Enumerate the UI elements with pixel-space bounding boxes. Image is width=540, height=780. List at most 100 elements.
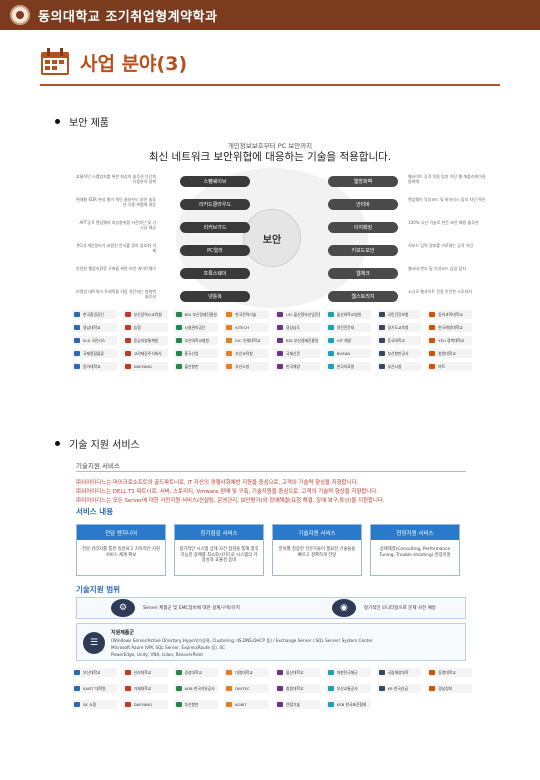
security-product-pill[interactable]: 이지패킹 <box>328 222 398 233</box>
client-logo: 거제대학교 <box>122 684 168 693</box>
service-card-body: 전담 관리자를 통한 일관되고 지속적인 지원 서비스 체계 확보 <box>82 547 160 558</box>
security-product-pill[interactable]: 넷틀복 <box>180 291 250 302</box>
security-right-desc: 랜섬웨어 악성코드 및 바이러스 탐지 차단 백신 <box>408 197 486 202</box>
client-logo: 울산항만 <box>173 362 219 371</box>
section-title: 사업 분야(3) <box>80 52 188 75</box>
bullet-tech-label: 기술 지원 서비스 <box>69 440 140 451</box>
client-logo: 국제종합물류 <box>72 349 117 358</box>
client-logo: ADB 한국석유공사 <box>173 684 219 693</box>
security-right-desc: 웹서버 변조 및 악성코드 삽입 탐지 <box>408 266 466 271</box>
service-card-body: 장애해결(Consulting, Performance Tuning, Tro… <box>379 547 451 558</box>
client-logo: DAEYANG <box>122 700 168 709</box>
client-logo: 농협 <box>122 323 168 332</box>
bullet-security: 보안 제품 <box>55 114 109 129</box>
client-logo: 동명대학교 <box>427 668 472 677</box>
client-logo: 연합기술 <box>275 700 320 709</box>
client-logo: 마트 <box>427 362 472 371</box>
security-product-pill[interactable]: 스팸쉐이브 <box>180 176 250 187</box>
client-logo: 한국전력기술 <box>224 310 269 319</box>
client-logo: 고려제강주식회사 <box>122 349 168 358</box>
client-logo: 부산교통공사 <box>325 684 371 693</box>
client-logo: 흥국산업 <box>173 349 219 358</box>
top-banner: 동의대학교 조기취업형계약학과 <box>0 0 540 30</box>
client-logo: 영남대학교 <box>72 323 117 332</box>
client-logo: 울산대학교 <box>275 668 320 677</box>
service-card-body: 분야별 검증된 전문가들이 필요한 기술들을 빠르고 정확하게 전달 <box>278 547 356 558</box>
client-logo: 대영대학교 <box>224 668 269 677</box>
client-logo: SK 쇼핑 <box>72 700 117 709</box>
tech-client-logos: 부산대학교 신라대학교 경성대학교 대영대학교 울산대학교 대한민국해군 국립해양대학 동명대… <box>72 668 472 709</box>
client-logo: 경성대학교 <box>173 668 219 677</box>
security-product-pill[interactable]: 웹방화벽 <box>328 176 398 187</box>
client-logo: 시설관리공단 <box>173 323 219 332</box>
range-summary: ⚙ Server 제품군 및 EMC장비에 대한 설계/구축/유지 ◉ 정기적인… <box>76 597 466 619</box>
supported-products: ☰ 지원제품군 (Windows Server/Active Directory… <box>76 623 466 661</box>
bullet-tech: 기술 지원 서비스 <box>55 436 140 451</box>
security-product-pill[interactable]: 키보드보안 <box>328 245 398 256</box>
client-logo: 부산교육청 <box>224 349 269 358</box>
security-product-pill[interactable]: 프록스웨이 <box>180 268 250 279</box>
calendar-icon <box>41 48 69 75</box>
client-logo: IUC 인제대학교 <box>224 336 269 345</box>
client-logo: UCI 울산정보산업진흥원 <box>275 310 320 319</box>
client-logo: BUSAN <box>325 349 371 358</box>
range-title: 기술지원 범위 <box>76 585 121 594</box>
client-logo: KOBIT <box>224 700 269 709</box>
security-left-desc: PC내 개인정보가 포함된 문서를 찾아 암호화 삭제 <box>76 243 156 253</box>
client-logo: 부산광역시교육청 <box>122 310 168 319</box>
supported-line-3: PowerEdge, Unity, VNX, Isilon, RecoverPo… <box>111 652 204 657</box>
client-logo: 부산항만 <box>173 700 219 709</box>
client-logo: 영진전문대 <box>325 323 371 332</box>
service-title: 서비스 내용 <box>76 507 114 516</box>
client-logo: 동아대학교 <box>72 362 117 371</box>
tech-line-3: ㈜이아이디느는 모든 Server에 대한 사전지원 서비스(컨설팅, 운영관리… <box>76 498 385 504</box>
client-logo: DAEYANG <box>122 362 168 371</box>
security-product-pill[interactable]: 웹체크 <box>328 268 398 279</box>
client-logo: 부산항만공사 <box>376 349 422 358</box>
client-logo: 경기도교육청 <box>376 323 422 332</box>
client-logo: BDI 부산경제진흥원 <box>275 336 320 345</box>
client-logo: 국제신문 <box>275 349 320 358</box>
security-product-pill[interactable]: PC얼라 <box>180 245 250 256</box>
security-product-pill[interactable]: 리커브가드 <box>180 222 250 233</box>
client-logo: 신라대학교 <box>122 668 168 677</box>
database-icon: ☰ <box>83 632 105 654</box>
client-logo: 경남정보 <box>427 684 472 693</box>
security-product-pill[interactable]: 안티바 <box>328 199 398 210</box>
bullet-dot-icon <box>55 441 60 446</box>
client-logo: KLX 국민리스 <box>72 336 117 345</box>
client-logo: 한국의료원 <box>325 362 371 371</box>
security-client-logos: 한국환경공단 부산광역시교육청 BDI 부산경제진흥원 한국전력기술 UCI 울산정보산… <box>72 310 472 371</box>
client-logo: BDI 부산경제진흥원 <box>173 310 219 319</box>
bullet-security-label: 보안 제품 <box>69 118 109 129</box>
client-logo: 부산대학교 <box>72 668 117 677</box>
security-left-desc: 비정상 네트워크 트래픽을 자동 차단하는 방화벽 솔루션 <box>76 289 156 299</box>
client-logo: 부산대학교병원 <box>173 336 219 345</box>
client-logo: KSB 한국표준협회 <box>325 700 371 709</box>
server-gear-icon: ⚙ <box>111 599 135 617</box>
university-seal-icon <box>10 5 30 25</box>
client-logo: DINTEC <box>224 684 269 693</box>
eye-icon: ◉ <box>331 599 356 617</box>
service-card-head: 전담 엔지니어 <box>77 525 165 540</box>
diagram-hub: 보안 <box>243 209 301 267</box>
client-logo: 대한민국해군 <box>325 668 371 677</box>
service-card-head: 현장지원 서비스 <box>371 525 459 540</box>
range-item-1: Server 제품군 및 EMC장비에 대한 설계/구축/유지 <box>143 606 240 611</box>
security-product-pill[interactable]: 웹스토리지 <box>328 291 398 302</box>
client-logo: 부산소방 <box>224 362 269 371</box>
section-heading: 사업 분야(3) <box>40 48 187 76</box>
security-product-pill[interactable]: 리커드클라우드 <box>180 199 250 210</box>
client-logo: 동남지방통계청 <box>122 336 168 345</box>
client-logo: 동국대학교 <box>376 336 422 345</box>
client-logo: KR 한국선급 <box>376 684 422 693</box>
client-logo: 국립해양대학 <box>376 668 422 677</box>
section-divider <box>40 84 500 86</box>
tech-line-1: ㈜이아이디느는 마이크로소프트의 골드파트너로, IT 자산의 경쟁사회예방 지… <box>76 480 359 486</box>
client-logo: 경상남도 <box>275 323 320 332</box>
client-logo: 한국환경공단 <box>72 310 117 319</box>
security-left-desc: 안전한 웹접속환경 구축을 위한 보안 게이트웨이 <box>76 266 156 271</box>
